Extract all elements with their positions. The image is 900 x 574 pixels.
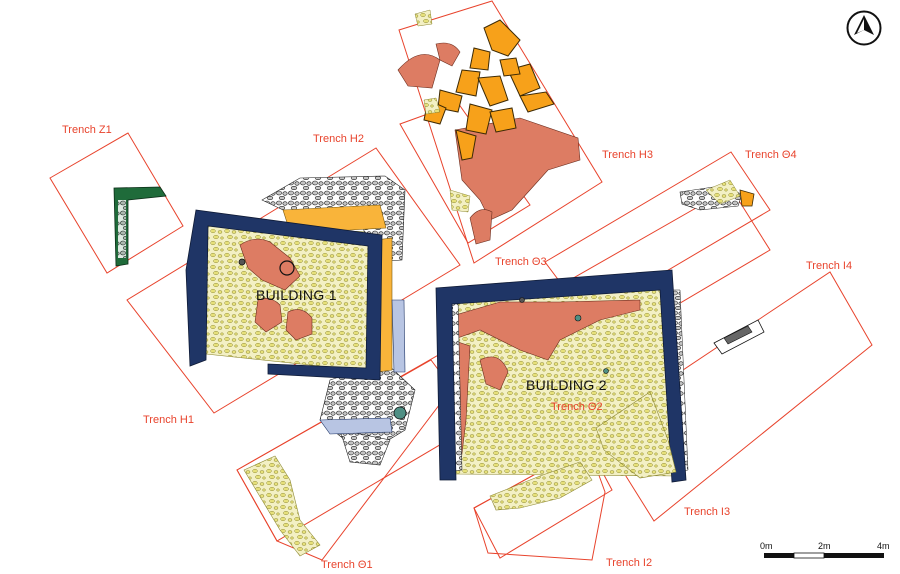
trench-z1-label: Trench Z1 bbox=[62, 124, 112, 136]
trench-h2-label: Trench H2 bbox=[313, 133, 364, 145]
building-1 bbox=[185, 175, 416, 466]
trench-z1-outline bbox=[49, 132, 184, 274]
scale-label-mid: 2m bbox=[818, 541, 831, 551]
building-1-label: BUILDING 1 bbox=[256, 287, 337, 303]
trench-h3-outline bbox=[398, 0, 603, 264]
scale-bar bbox=[764, 552, 884, 559]
scale-label-end: 4m bbox=[877, 541, 890, 551]
trench-z1-wall bbox=[113, 186, 167, 267]
trench-theta1-features bbox=[243, 391, 677, 557]
trench-theta1-label: Trench Θ1 bbox=[321, 559, 373, 571]
north-arrow-icon bbox=[846, 10, 882, 46]
trench-theta2-label: Trench Θ2 bbox=[551, 401, 603, 413]
trench-i4-feature bbox=[713, 319, 765, 355]
trench-h3-features bbox=[397, 9, 581, 245]
trench-theta4-label: Trench Θ4 bbox=[745, 149, 797, 161]
trench-h1-label: Trench H1 bbox=[143, 414, 194, 426]
trench-theta4-features bbox=[679, 179, 755, 211]
trench-h3-label: Trench H3 bbox=[602, 149, 653, 161]
trench-i2-label: Trench I2 bbox=[606, 557, 653, 569]
trench-i3-label: Trench I3 bbox=[684, 506, 731, 518]
trench-theta3-label: Trench Θ3 bbox=[495, 256, 547, 268]
scale-label-zero: 0m bbox=[760, 541, 773, 551]
trench-i4-label: Trench I4 bbox=[806, 260, 853, 272]
building-2-label: BUILDING 2 bbox=[526, 377, 607, 393]
